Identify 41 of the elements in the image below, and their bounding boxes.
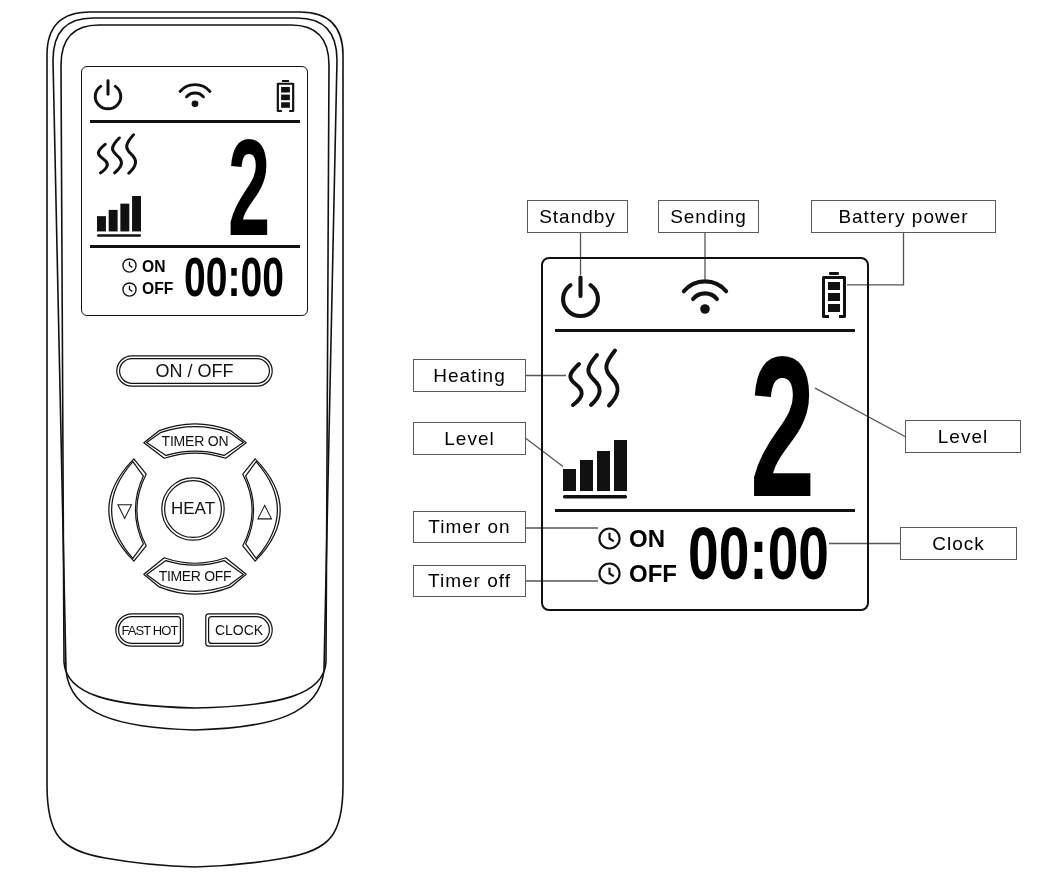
leader-line xyxy=(579,232,582,276)
indicator-label: OFF xyxy=(141,279,173,297)
battery-icon xyxy=(821,272,847,318)
leader-line xyxy=(525,527,599,529)
heat-waves-icon xyxy=(566,348,622,408)
level-bars-icon xyxy=(563,440,627,499)
callout-label: Battery power xyxy=(811,200,996,233)
callout-label: Heating xyxy=(413,359,526,392)
callout-label: Standby xyxy=(527,200,628,233)
leader-line xyxy=(525,437,564,468)
indicator-label: OFF xyxy=(629,561,677,587)
callout-label: Sending xyxy=(658,200,759,233)
wifi-icon xyxy=(681,279,729,315)
leader-line xyxy=(525,580,599,582)
leader-line xyxy=(525,374,567,377)
callout-label: Level xyxy=(413,422,526,455)
up-button: △ xyxy=(242,458,281,562)
on-off-button: ON / OFF xyxy=(116,355,273,387)
time-display: 00:00 xyxy=(688,527,829,581)
leader-line xyxy=(828,542,901,545)
callout-label: Level xyxy=(905,420,1021,453)
lcd-screen xyxy=(541,257,869,611)
power-icon xyxy=(560,275,601,319)
indicator-label: ON xyxy=(141,257,165,275)
callout-label: Timer on xyxy=(413,511,526,543)
leader-line xyxy=(704,232,706,280)
leader-line xyxy=(846,232,905,286)
time-display: 00:00 xyxy=(183,257,284,298)
digit-display: 2 xyxy=(227,137,270,237)
fast-hot-button: FAST HOT xyxy=(115,613,184,647)
callout-label: Timer off xyxy=(413,565,526,597)
digit-display: 2 xyxy=(750,355,816,499)
heat-button: HEAT xyxy=(161,477,225,541)
indicator-label: ON xyxy=(629,526,665,552)
timer-off-button: TIMER OFF xyxy=(143,557,247,595)
clock-button: CLOCK xyxy=(205,613,273,647)
down-button: ▽ xyxy=(108,458,147,562)
callout-label: Clock xyxy=(900,527,1017,560)
leader-line xyxy=(814,387,906,438)
lcd-screen xyxy=(81,66,308,316)
timer-on-button: TIMER ON xyxy=(143,423,247,459)
